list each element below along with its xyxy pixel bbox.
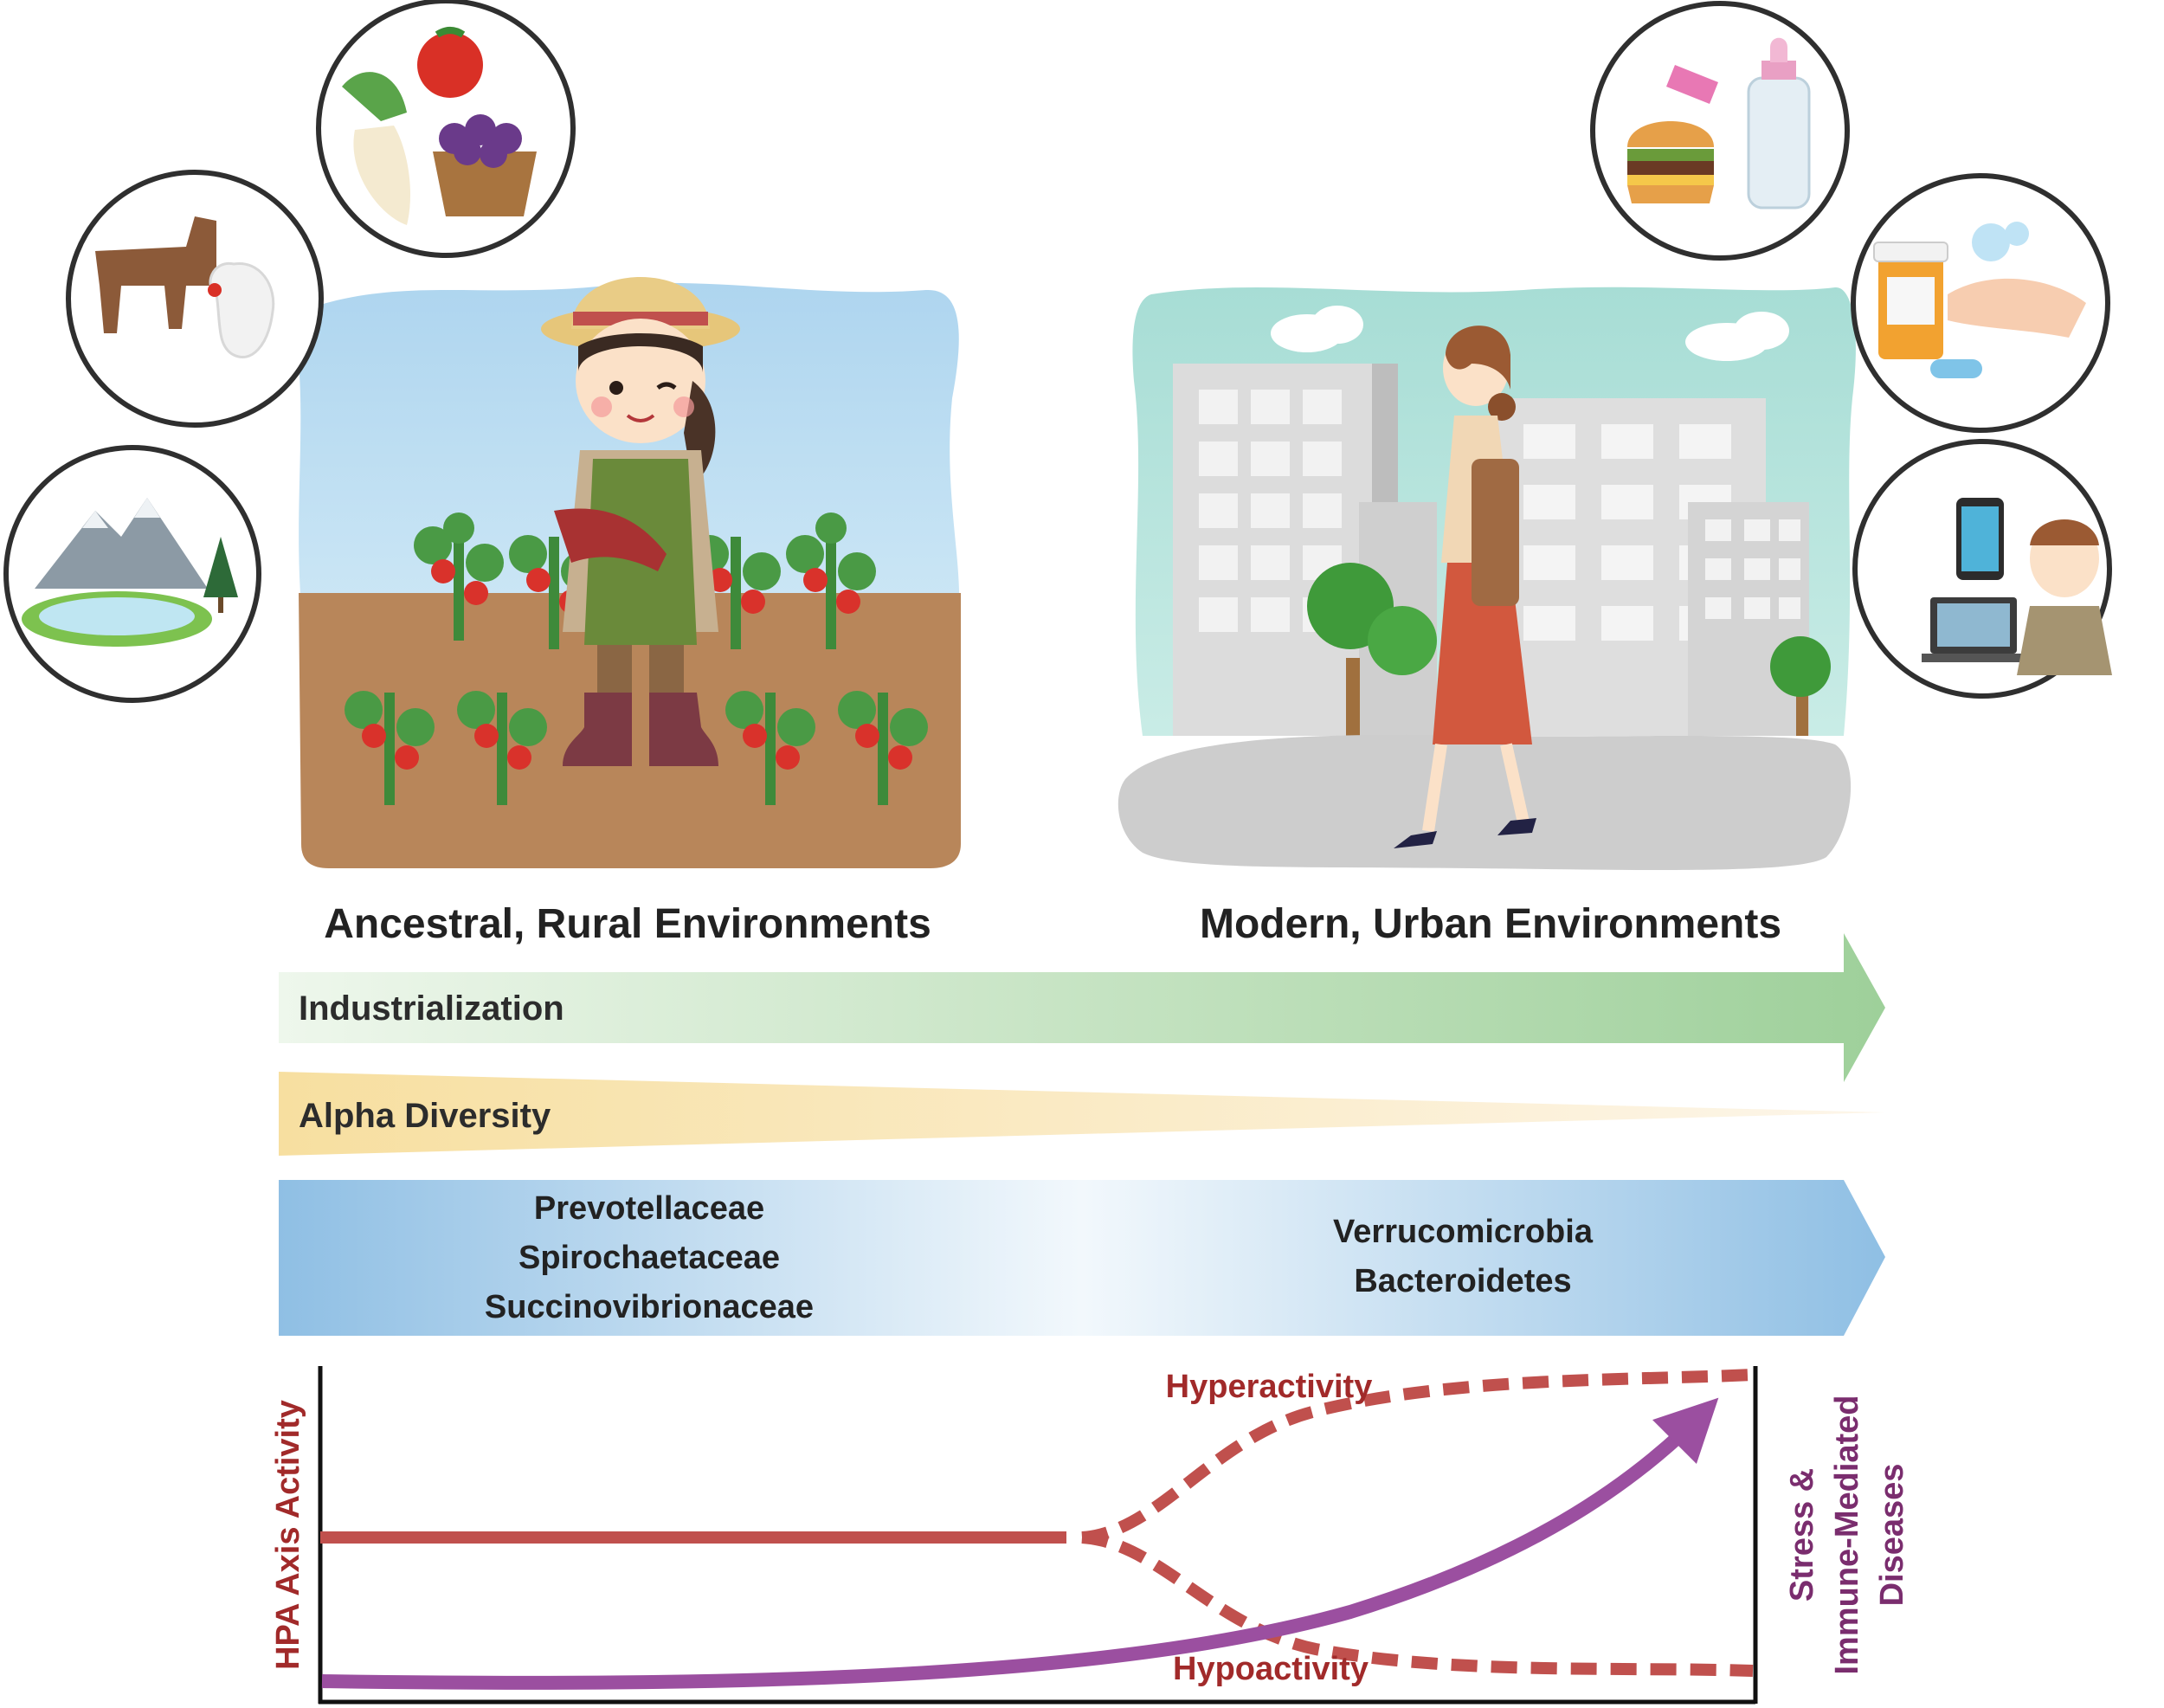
- walking-woman: [1394, 325, 1536, 848]
- urban-taxa-list: Verrucomicrobia Bacteroidetes: [1333, 1214, 1594, 1299]
- disease-label-line-3: Diseases: [1874, 1464, 1910, 1607]
- rural-circles: [3, 0, 576, 703]
- taxon-rural-1: Prevotellaceae: [534, 1190, 764, 1227]
- taxon-rural-2: Spirochaetaceae: [518, 1240, 780, 1276]
- hypoactivity-label: Hypoactivity: [1173, 1651, 1369, 1687]
- hpa-graph: Hyperactivity Hypoactivity HPA Axis Acti…: [270, 1366, 1910, 1705]
- industrialization-band: [279, 933, 1885, 1082]
- hyperactivity-curve: [1081, 1369, 1754, 1544]
- rural-scene: [297, 277, 961, 868]
- taxon-urban-1: Verrucomicrobia: [1333, 1214, 1594, 1250]
- junk-food-bottle-icon: [1590, 1, 1850, 261]
- farmer-girl: [541, 277, 740, 766]
- disease-label-line-2: Immune-Mediated: [1829, 1395, 1865, 1674]
- disease-label-line-1: Stress &: [1784, 1468, 1820, 1602]
- taxon-urban-2: Bacteroidetes: [1354, 1263, 1571, 1299]
- microbiome-taxa-band: [279, 1180, 1885, 1336]
- alpha-diversity-band: [279, 1072, 1885, 1156]
- rural-environment-label: Ancestral, Rural Environments: [324, 901, 931, 947]
- disease-risk-curve: [321, 1397, 1719, 1690]
- urban-circles: [1590, 1, 2112, 699]
- industrialization-label: Industrialization: [299, 989, 564, 1028]
- taxon-rural-3: Succinovibrionaceae: [485, 1289, 814, 1325]
- rural-taxa-list: Prevotellaceae Spirochaetaceae Succinovi…: [485, 1190, 814, 1325]
- hypoactivity-curve: [1081, 1531, 1754, 1677]
- urban-street: [1117, 734, 1852, 871]
- vegetables-fruit-icon: [316, 0, 576, 258]
- mountain-lake-icon: [3, 445, 261, 703]
- screens-stress-icon: [1852, 439, 2112, 699]
- disease-label: Stress & Immune-Mediated Diseases: [1784, 1395, 1910, 1674]
- urban-scene: [1117, 287, 1856, 871]
- medication-handwashing-icon: [1851, 173, 2110, 433]
- goat-chicken-icon: [66, 170, 324, 428]
- urban-environment-label: Modern, Urban Environments: [1200, 901, 1781, 947]
- alpha-diversity-label: Alpha Diversity: [299, 1097, 551, 1135]
- hpa-axis-label: HPA Axis Activity: [270, 1400, 306, 1670]
- hyperactivity-label: Hyperactivity: [1166, 1369, 1373, 1405]
